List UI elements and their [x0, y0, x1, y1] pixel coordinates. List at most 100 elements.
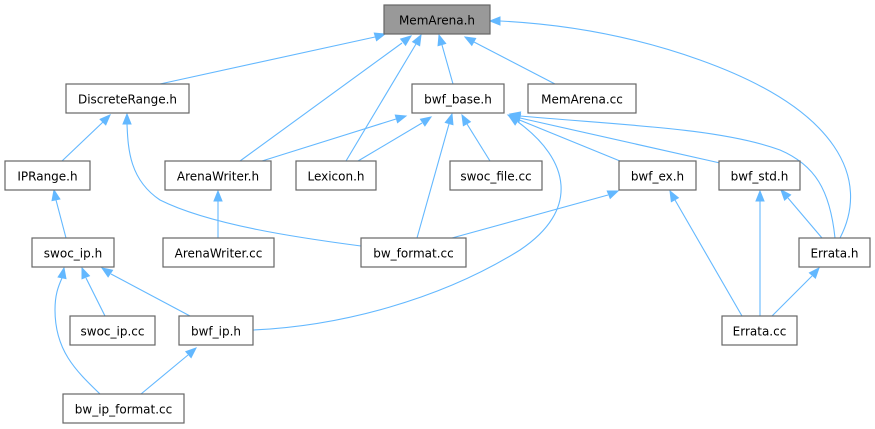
edge-line — [787, 197, 823, 239]
node-box[interactable] — [618, 160, 697, 191]
node-box[interactable] — [31, 237, 115, 268]
node-box[interactable] — [295, 160, 377, 191]
node-box[interactable] — [721, 315, 798, 346]
edge-swoc-ip-h-to-iprange-h — [51, 188, 67, 239]
node-box[interactable] — [65, 83, 190, 114]
node-label[interactable]: swoc_file.cc — [460, 170, 531, 184]
edge-line — [126, 123, 362, 247]
arrowhead-icon — [184, 347, 198, 359]
edge-line — [85, 277, 106, 317]
arrowhead-icon — [399, 35, 413, 47]
arrowhead-icon — [463, 36, 477, 47]
node-swoc-ip-h[interactable]: swoc_ip.h — [31, 237, 115, 268]
edge-errata-h-to-memarena-h — [488, 16, 852, 239]
node-box[interactable] — [69, 315, 156, 346]
arrowhead-icon — [444, 112, 454, 126]
node-box[interactable] — [164, 160, 272, 191]
edge-line — [516, 118, 621, 162]
arrowhead-icon — [507, 115, 521, 126]
edge-line — [416, 123, 450, 239]
node-box[interactable] — [718, 160, 801, 191]
edge-discreterange-h-to-memarena-h — [159, 32, 387, 85]
edge-line — [54, 277, 101, 395]
node-label[interactable]: DiscreteRange.h — [78, 93, 177, 107]
node-label[interactable]: Lexicon.h — [307, 170, 364, 184]
node-box[interactable] — [527, 83, 637, 114]
node-bwf-ex-h[interactable]: bwf_ex.h — [618, 160, 697, 191]
node-label[interactable]: bwf_std.h — [731, 170, 789, 184]
node-label[interactable]: Errata.cc — [733, 325, 787, 339]
node-box[interactable] — [62, 393, 185, 424]
node-box[interactable] — [162, 237, 275, 268]
node-discreterange-h[interactable]: DiscreteRange.h — [65, 83, 190, 114]
node-bw-ip-format-cc[interactable]: bw_ip_format.cc — [62, 393, 185, 424]
node-bwf-base-h[interactable]: bwf_base.h — [411, 83, 505, 114]
edge-bw-format-cc-to-bwf-ex-h — [451, 190, 620, 239]
node-label[interactable]: bw_ip_format.cc — [75, 403, 172, 417]
edge-line — [239, 42, 403, 162]
node-box[interactable] — [383, 4, 491, 35]
arrowhead-icon — [669, 189, 680, 203]
node-label[interactable]: bwf_ex.h — [631, 170, 684, 184]
edge-line — [252, 121, 562, 331]
arrowhead-icon — [808, 266, 820, 280]
node-label[interactable]: MemArena.h — [399, 14, 475, 28]
arrowhead-icon — [373, 32, 387, 42]
node-label[interactable]: Errata.h — [810, 247, 858, 261]
node-box[interactable] — [178, 315, 254, 346]
node-lexicon-h[interactable]: Lexicon.h — [295, 160, 377, 191]
edge-line — [771, 275, 813, 317]
node-label[interactable]: ArenaWriter.cc — [175, 247, 263, 261]
node-label[interactable]: bwf_ip.h — [191, 325, 241, 339]
node-box[interactable] — [4, 160, 91, 191]
node-bwf-ip-h[interactable]: bwf_ip.h — [178, 315, 254, 346]
node-swoc-file-cc[interactable]: swoc_file.cc — [449, 160, 543, 191]
edge-arenawriter-cc-to-arenawriter-h — [213, 189, 223, 238]
arrowhead-icon — [461, 113, 472, 127]
edge-bw-format-cc-to-discreterange-h — [122, 112, 362, 247]
edge-swoc-ip-cc-to-swoc-ip-h — [81, 266, 106, 317]
edge-bw-format-cc-to-bwf-base-h — [416, 112, 454, 239]
node-label[interactable]: swoc_ip.h — [44, 247, 102, 261]
node-label[interactable]: IPRange.h — [17, 170, 77, 184]
edge-memarena-cc-to-memarena-h — [463, 36, 556, 85]
edge-line — [110, 273, 191, 317]
node-label[interactable]: ArenaWriter.h — [177, 170, 259, 184]
edge-line — [261, 118, 397, 162]
edge-bwf-ip-h-to-swoc-ip-h — [100, 267, 191, 317]
edge-errata-h-to-bwf-std-h — [780, 188, 823, 239]
edge-line — [140, 354, 189, 395]
node-arenawriter-cc[interactable]: ArenaWriter.cc — [162, 237, 275, 268]
node-label[interactable]: swoc_ip.cc — [81, 325, 145, 339]
arrowhead-icon — [419, 116, 433, 127]
node-errata-cc[interactable]: Errata.cc — [721, 315, 798, 346]
arrowhead-icon — [57, 266, 67, 280]
edge-errata-cc-to-errata-h — [771, 266, 820, 317]
node-box[interactable] — [360, 237, 467, 268]
node-box[interactable] — [449, 160, 543, 191]
arrowhead-icon — [51, 188, 61, 202]
node-swoc-ip-cc[interactable]: swoc_ip.cc — [69, 315, 156, 346]
node-label[interactable]: bw_format.cc — [373, 247, 453, 261]
edge-lexicon-h-to-memarena-h — [345, 33, 422, 162]
edge-line — [55, 199, 67, 239]
arrowhead-icon — [99, 114, 111, 126]
node-bw-format-cc[interactable]: bw_format.cc — [360, 237, 467, 268]
edge-line — [499, 20, 852, 239]
node-memarena-cc[interactable]: MemArena.cc — [527, 83, 637, 114]
edges-layer — [51, 16, 852, 395]
arrowhead-icon — [606, 190, 620, 200]
node-box[interactable] — [798, 237, 871, 268]
node-memarena-h[interactable]: MemArena.h — [383, 4, 491, 35]
edge-line — [451, 194, 609, 239]
node-box[interactable] — [411, 83, 505, 114]
node-errata-h[interactable]: Errata.h — [798, 237, 871, 268]
node-iprange-h[interactable]: IPRange.h — [4, 160, 91, 191]
node-label[interactable]: bwf_base.h — [424, 93, 492, 107]
edge-iprange-h-to-discreterange-h — [61, 114, 111, 162]
node-label[interactable]: MemArena.cc — [541, 93, 623, 107]
node-bwf-std-h[interactable]: bwf_std.h — [718, 160, 801, 191]
node-arenawriter-h[interactable]: ArenaWriter.h — [164, 160, 272, 191]
